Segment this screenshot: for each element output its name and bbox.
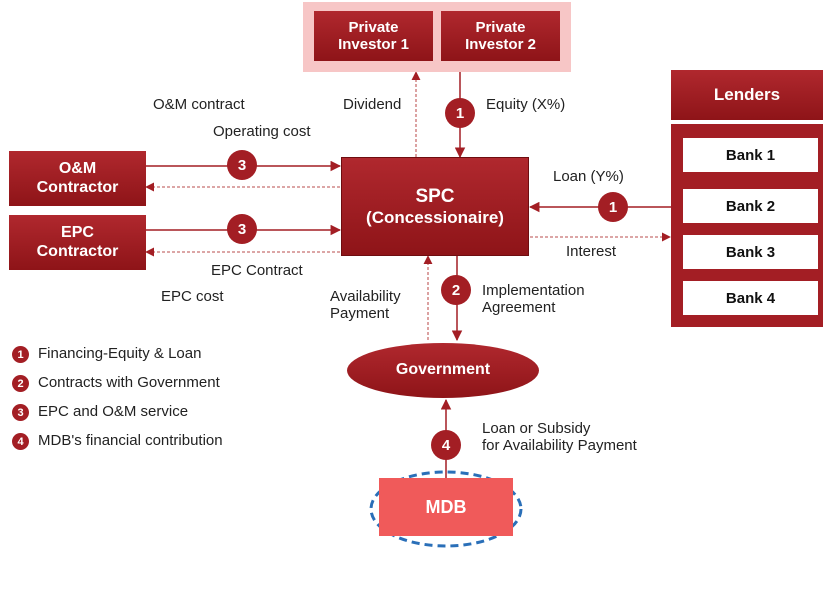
- bank-2: Bank 2: [681, 187, 820, 225]
- availability-payment-label: Availability Payment: [330, 288, 401, 323]
- private-investor-2: Private Investor 2: [441, 11, 560, 61]
- legend-num-4: 4: [12, 433, 29, 450]
- loan-subsidy-line2: for Availability Payment: [482, 437, 637, 455]
- implementation-agreement-label: Implementation Agreement: [482, 282, 585, 317]
- private-investor-1-label: Private Investor 1: [338, 18, 409, 53]
- epc-cost-label: EPC cost: [161, 288, 224, 305]
- loan-subsidy-label: Loan or Subsidy for Availability Payment: [482, 420, 637, 455]
- mdb-label: MDB: [425, 496, 467, 517]
- legend-text-1: Financing-Equity & Loan: [38, 345, 202, 362]
- lenders-label: Lenders: [713, 85, 781, 105]
- equity-label: Equity (X%): [486, 96, 566, 113]
- lenders-header: Lenders: [671, 70, 823, 120]
- operating-cost-label: Operating cost: [213, 123, 311, 140]
- spc-box: SPC (Concessionaire): [341, 157, 529, 256]
- epc-badge: 3: [227, 214, 257, 244]
- spc-label: SPC: [415, 185, 455, 207]
- om-badge: 3: [227, 150, 257, 180]
- dividend-label: Dividend: [343, 96, 402, 113]
- availability-payment-line1: Availability: [330, 288, 401, 305]
- legend-text-2: Contracts with Government: [38, 374, 220, 391]
- bank-3: Bank 3: [681, 233, 820, 271]
- availability-payment-line2: Payment: [330, 305, 390, 323]
- epc-contractor-box: EPC Contractor: [9, 215, 146, 270]
- mdb-badge: 4: [431, 430, 461, 460]
- implementation-agreement-line1: Implementation: [482, 282, 585, 299]
- om-contractor-box: O&M Contractor: [9, 151, 146, 206]
- spc-sublabel: (Concessionaire): [366, 207, 504, 227]
- loan-subsidy-line1: Loan or Subsidy: [482, 420, 591, 437]
- implementation-agreement-line2: Agreement: [482, 299, 556, 317]
- legend-text-4: MDB's financial contribution: [38, 432, 223, 449]
- legend-num-1: 1: [12, 346, 29, 363]
- epc-contractor-label: EPC Contractor: [36, 224, 119, 260]
- mdb-highlight-ring: [369, 470, 523, 548]
- loan-label: Loan (Y%): [553, 168, 624, 185]
- bank-4: Bank 4: [681, 279, 820, 317]
- legend-text-3: EPC and O&M service: [38, 403, 189, 420]
- bank-3-label: Bank 3: [725, 243, 776, 261]
- interest-label: Interest: [566, 243, 617, 260]
- bank-1-label: Bank 1: [725, 146, 776, 164]
- government-label: Government: [395, 361, 491, 379]
- legend-num-2: 2: [12, 375, 29, 392]
- bank-1: Bank 1: [681, 136, 820, 174]
- om-contractor-label: O&M Contractor: [36, 160, 119, 196]
- private-investor-1: Private Investor 1: [314, 11, 433, 61]
- private-investor-2-label: Private Investor 2: [465, 18, 536, 53]
- equity-badge: 1: [445, 98, 475, 128]
- epc-contract-label: EPC Contract: [211, 262, 303, 279]
- mdb-box: MDB: [379, 478, 513, 536]
- implementation-badge: 2: [441, 275, 471, 305]
- government-box: Government: [347, 343, 539, 398]
- loan-badge: 1: [598, 192, 628, 222]
- bank-2-label: Bank 2: [725, 197, 776, 215]
- bank-4-label: Bank 4: [725, 289, 776, 307]
- om-contract-label: O&M contract: [153, 96, 245, 113]
- legend-num-3: 3: [12, 404, 29, 421]
